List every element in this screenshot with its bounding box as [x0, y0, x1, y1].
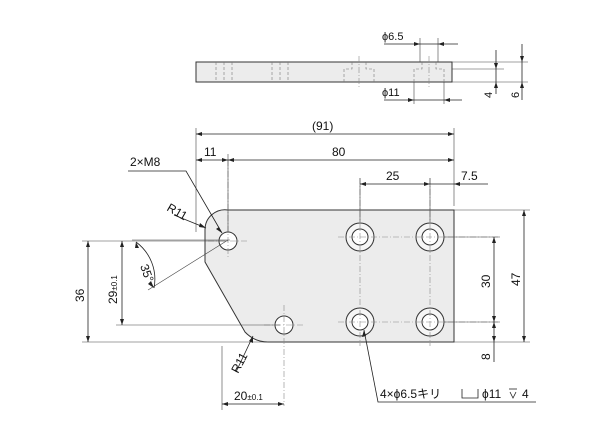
- dim-80: 80: [332, 145, 346, 159]
- left-vertical-dimensions: 36 29±0.1: [73, 240, 280, 343]
- dim-side-phi6-5: ϕ6.5: [382, 31, 403, 43]
- dim-25: 25: [386, 169, 400, 183]
- callout-holes: 4×ϕ6.5キリ: [380, 387, 441, 401]
- dim-47: 47: [509, 272, 523, 286]
- dim-20: 20±0.1: [234, 389, 263, 403]
- dim-8: 8: [479, 353, 493, 360]
- dim-7-5: 7.5: [461, 169, 478, 183]
- side-view-plate: [195, 61, 453, 83]
- side-view: ϕ6.5 ϕ11 4 6: [195, 31, 528, 104]
- dim-29: 29±0.1: [106, 275, 120, 304]
- callout-thread: 2×M8: [130, 155, 161, 169]
- dim-overall-91: (91): [312, 119, 333, 133]
- counterbore-symbol-icon: [461, 389, 479, 399]
- angle-35: 35°: [137, 262, 156, 284]
- top-dimensions: (91) 11 80 25 7.5: [195, 119, 488, 232]
- dim-side-phi11: ϕ11: [382, 87, 400, 99]
- dim-thickness-6: 6: [510, 92, 522, 98]
- dim-36: 36: [73, 288, 87, 302]
- front-view: [204, 160, 500, 406]
- callout-radius-bottom: R11: [228, 350, 250, 376]
- dim-11: 11: [204, 145, 217, 159]
- callout-cbore-diameter: ϕ11: [482, 387, 502, 401]
- right-vertical-dimensions: 30 47 8: [444, 209, 530, 362]
- depth-symbol-icon: [509, 388, 517, 399]
- dim-thickness-4: 4: [483, 92, 495, 98]
- callout-depth: 4: [522, 387, 529, 401]
- dim-30: 30: [479, 274, 493, 288]
